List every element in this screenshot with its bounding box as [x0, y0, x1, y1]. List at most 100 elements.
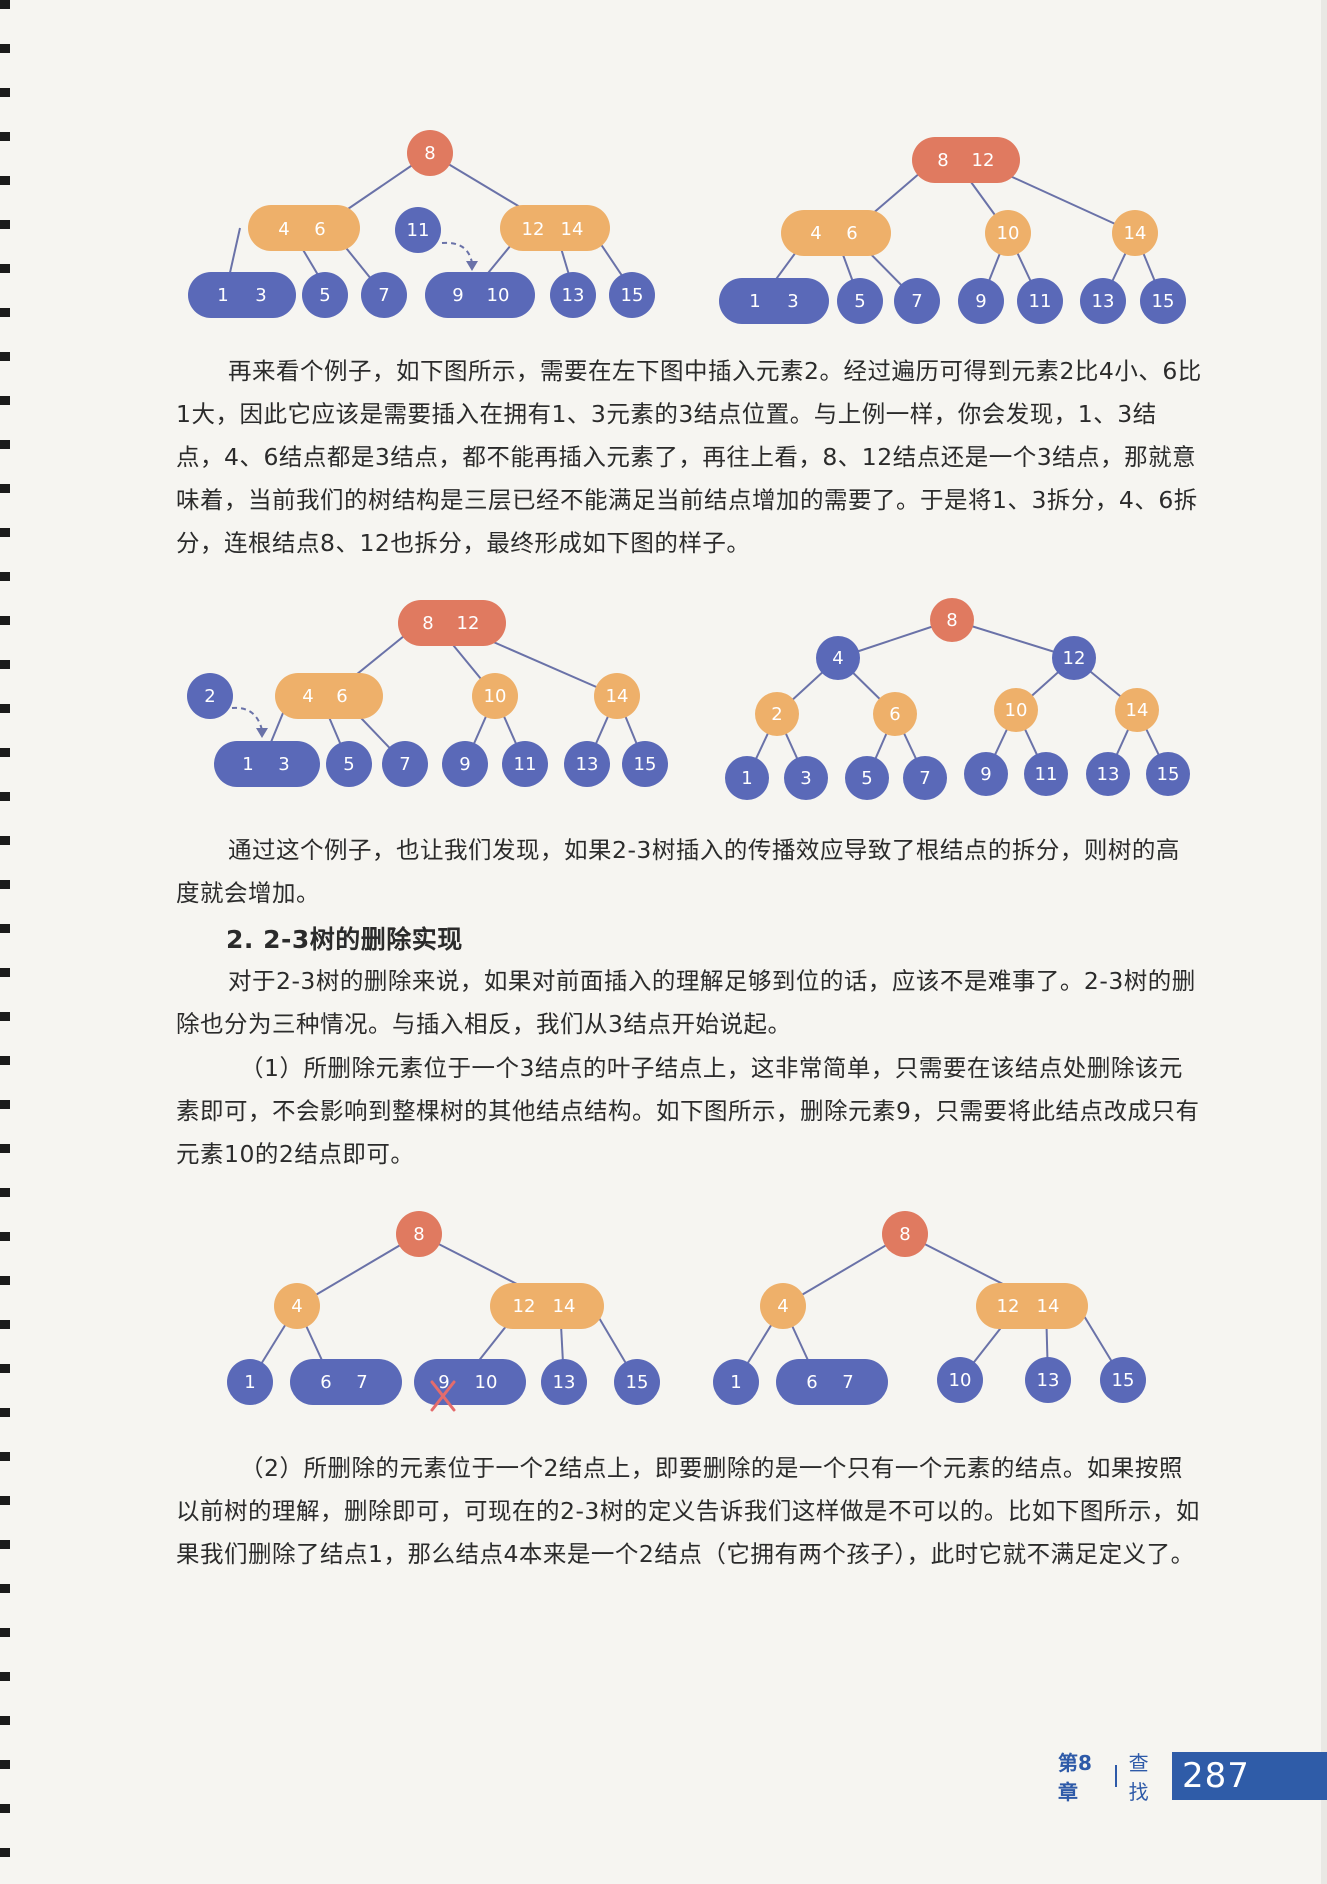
node-label: 12 — [513, 1296, 536, 1317]
tree-node — [1115, 688, 1159, 732]
tree-node — [407, 130, 453, 176]
tree-node — [994, 688, 1038, 732]
section-label: 查找 — [1128, 1751, 1149, 1804]
tree-node — [500, 205, 610, 251]
node-label: 13 — [562, 285, 585, 306]
node-label: 5 — [854, 291, 865, 312]
tree-node — [290, 1359, 402, 1405]
node-label: 9 — [438, 1372, 449, 1393]
tree-node — [609, 272, 655, 318]
footer-divider — [1115, 1765, 1117, 1787]
fig2-left-tree: 8 12 2 4 6 10 14 1 3 5 7 9 11 13 15 — [180, 598, 680, 798]
node-label: 15 — [1157, 764, 1180, 785]
node-label: 10 — [997, 223, 1020, 244]
tree-node — [541, 1359, 587, 1405]
tree-node — [845, 756, 889, 800]
tree-node — [594, 673, 640, 719]
node-label: 9 — [459, 754, 470, 775]
fig3-right-tree: 8 4 12 14 1 6 7 10 13 15 — [708, 1210, 1168, 1430]
paragraph-insert-example: 再来看个例子，如下图所示，需要在左下图中插入元素2。经过遍历可得到元素2比4小、… — [176, 357, 1202, 557]
node-label: 5 — [319, 285, 330, 306]
node-label: 7 — [378, 285, 389, 306]
node-label: 8 — [899, 1224, 910, 1245]
page-edge — [1321, 0, 1327, 1884]
node-label: 10 — [475, 1372, 498, 1393]
fig1-left-tree: 8 4 6 11 12 14 1 3 5 7 9 10 13 15 — [180, 125, 670, 330]
node-label: 1 — [242, 754, 253, 775]
tree-node — [755, 692, 799, 736]
node-label: 7 — [356, 1372, 367, 1393]
tree-node — [188, 272, 296, 318]
tree-node — [248, 205, 360, 251]
tree-node — [1146, 752, 1190, 796]
fig2-right-tree: 8 4 12 2 6 10 14 1 3 5 7 9 11 13 15 — [722, 598, 1202, 818]
node-label: 8 — [422, 613, 433, 634]
node-label: 7 — [911, 291, 922, 312]
tree-node — [985, 210, 1031, 256]
node-label: 14 — [561, 219, 584, 240]
tree-node — [382, 741, 428, 787]
section-heading: 2. 2-3树的删除实现 — [226, 925, 463, 954]
node-label: 15 — [634, 754, 657, 775]
fig3-left-tree: 8 4 12 14 1 6 7 9 10 13 15 — [222, 1210, 692, 1430]
tree-node — [187, 673, 233, 719]
chapter-label: 第8章 — [1058, 1751, 1092, 1804]
paragraph-height-increase: 通过这个例子，也让我们发现，如果2-3树插入的传播效应导致了根结点的拆分，则树的… — [176, 836, 1180, 907]
tree-node — [725, 756, 769, 800]
node-label: 12 — [972, 150, 995, 171]
page-footer: 第8章 查找 287 — [1058, 1751, 1327, 1804]
node-label: 7 — [919, 768, 930, 789]
node-label: 4 — [832, 648, 843, 669]
node-label: 12 — [1063, 648, 1086, 669]
node-label: 12 — [997, 1296, 1020, 1317]
tree-node — [550, 272, 596, 318]
node-label: 4 — [302, 686, 313, 707]
tree-node — [976, 1283, 1088, 1329]
delete-mark-icon — [430, 1380, 456, 1412]
node-label: 10 — [1005, 700, 1028, 721]
node-label: 11 — [407, 220, 430, 241]
tree-node — [776, 1359, 888, 1405]
node-label: 9 — [452, 285, 463, 306]
node-label: 1 — [749, 291, 760, 312]
tree-node — [760, 1283, 806, 1329]
node-label: 6 — [889, 704, 900, 725]
tree-node — [1025, 1357, 1071, 1403]
node-label: 6 — [806, 1372, 817, 1393]
node-label: 5 — [861, 768, 872, 789]
node-label: 14 — [1124, 223, 1147, 244]
node-label: 4 — [278, 219, 289, 240]
node-label: 3 — [800, 768, 811, 789]
paragraph-delete-case-2: （2）所删除的元素位于一个2结点上，即要删除的是一个只有一个元素的结点。如果按照… — [176, 1454, 1200, 1568]
paragraph-delete-case-1: （1）所删除元素位于一个3结点的叶子结点上，这非常简单，只需要在该结点处删除该元… — [176, 1054, 1200, 1168]
node-label: 15 — [1112, 1370, 1135, 1391]
tree-node — [275, 673, 383, 719]
tree-node — [784, 756, 828, 800]
node-label: 13 — [1037, 1370, 1060, 1391]
tree-node — [903, 756, 947, 800]
tree-node — [937, 1357, 983, 1403]
tree-node — [1140, 278, 1186, 324]
node-label: 6 — [846, 223, 857, 244]
node-label: 13 — [1092, 291, 1115, 312]
node-label: 9 — [975, 291, 986, 312]
node-label: 14 — [606, 686, 629, 707]
node-label: 3 — [787, 291, 798, 312]
tree-node — [719, 278, 829, 324]
tree-node — [396, 1211, 442, 1257]
node-label: 4 — [810, 223, 821, 244]
node-label: 13 — [1097, 764, 1120, 785]
node-label: 10 — [949, 1370, 972, 1391]
tree-node — [1086, 752, 1130, 796]
tree-node — [502, 741, 548, 787]
node-label: 14 — [553, 1296, 576, 1317]
tree-node — [912, 137, 1020, 183]
node-label: 6 — [320, 1372, 331, 1393]
tree-node — [1112, 210, 1158, 256]
tree-node — [490, 1283, 604, 1329]
node-label: 1 — [217, 285, 228, 306]
node-label: 1 — [244, 1372, 255, 1393]
tree-node — [873, 692, 917, 736]
node-label: 15 — [1152, 291, 1175, 312]
node-label: 15 — [626, 1372, 649, 1393]
